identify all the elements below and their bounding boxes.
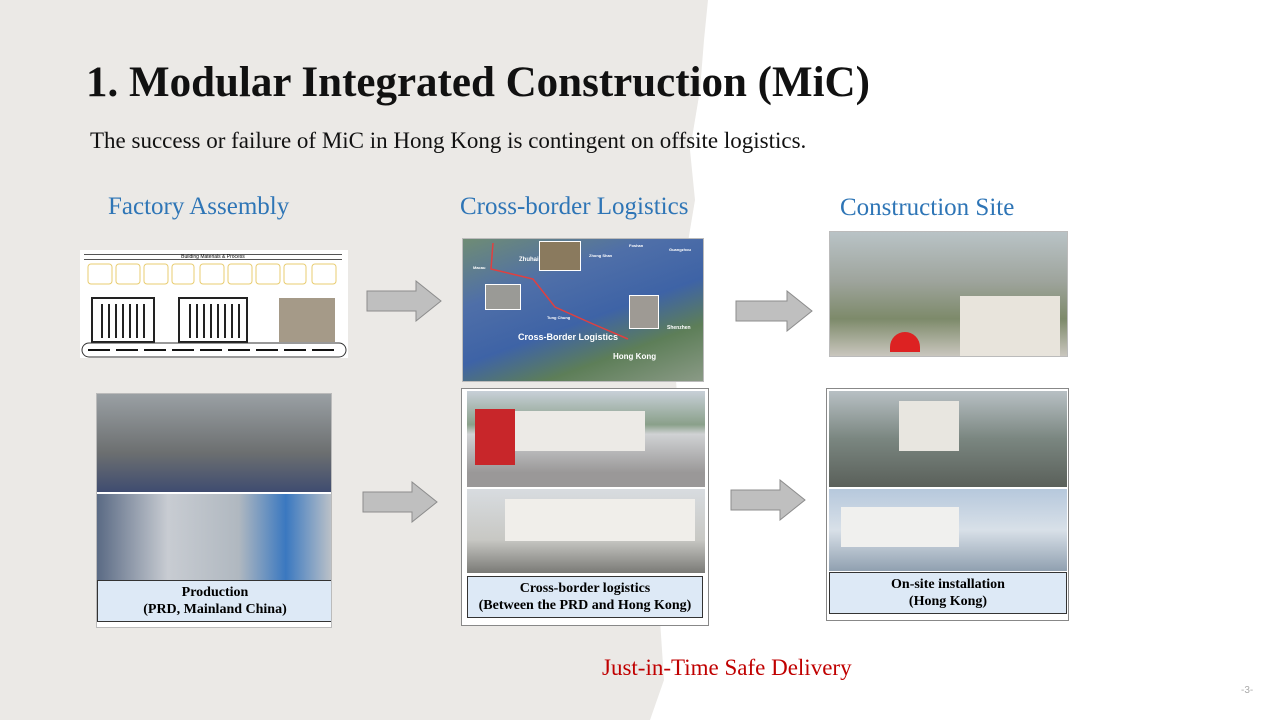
subtitle: The success or failure of MiC in Hong Ko… xyxy=(90,128,807,153)
factory-thumbnail xyxy=(539,241,581,271)
production-photo-panel: Production(PRD, Mainland China) xyxy=(96,393,332,628)
installation-caption: On-site installation(Hong Kong) xyxy=(829,572,1067,614)
arrow-right-icon xyxy=(366,280,442,322)
column-heading-site: Construction Site xyxy=(840,194,1015,221)
arrow-right-icon xyxy=(730,479,806,521)
column-heading-factory: Factory Assembly xyxy=(108,193,290,220)
column-heading-logistics: Cross-border Logistics xyxy=(460,193,689,220)
factory-conveyor-illustration xyxy=(81,263,347,358)
logistics-photo-panel: Cross-border logistics(Between the PRD a… xyxy=(461,388,709,626)
page-title: 1. Modular Integrated Construction (MiC) xyxy=(86,59,870,106)
factory-process-diagram: Building Materials & Process xyxy=(80,250,348,358)
page-number: -3- xyxy=(1241,685,1254,696)
installation-photo-panel: On-site installation(Hong Kong) xyxy=(826,388,1069,621)
logistics-caption: Cross-border logistics(Between the PRD a… xyxy=(467,576,703,618)
production-caption: Production(PRD, Mainland China) xyxy=(97,580,331,622)
jit-delivery-label: Just-in-Time Safe Delivery xyxy=(602,655,852,680)
cross-border-map: Cross-Border Logistics Hong Kong Zhuhai … xyxy=(462,238,704,382)
arrow-right-icon xyxy=(362,481,438,523)
construction-site-photo xyxy=(829,231,1068,357)
building-thumbnail xyxy=(629,295,659,329)
diagram-heading: Building Materials & Process xyxy=(84,254,342,260)
arrow-right-icon xyxy=(735,290,813,332)
truck-thumbnail xyxy=(485,284,521,310)
